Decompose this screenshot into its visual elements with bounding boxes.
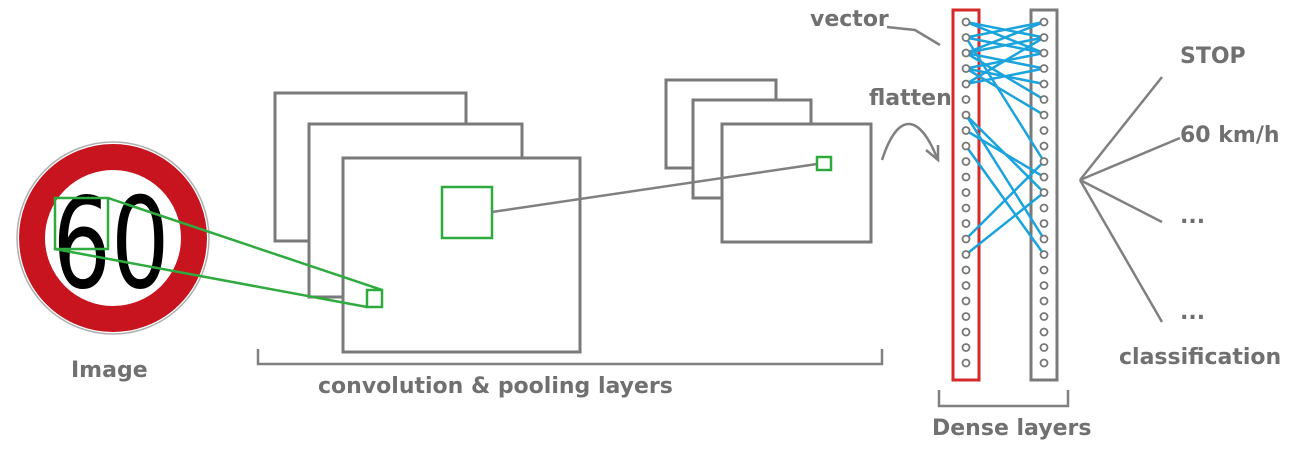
dense-layers-bracket [937,390,1070,408]
neuron [1039,219,1049,228]
neuron [961,17,971,27]
speed-limit-sign: 60 [16,141,210,335]
dense-connection [965,160,1045,240]
neuron [1039,33,1049,42]
dense-connection [965,51,1045,101]
class-label-60kmh: 60 km/h [1180,123,1280,148]
neuron [1039,250,1049,259]
neuron [961,126,971,135]
neuron [961,110,971,120]
dense-connection [964,114,1046,240]
neuron [1039,48,1049,58]
neuron [961,203,971,213]
neuron [1039,343,1049,352]
neuron [1039,327,1049,337]
neuron [961,157,971,166]
neuron [1039,17,1049,27]
neuron [1039,64,1049,73]
feature-map-2-front [720,122,873,244]
dense-connection [965,36,1045,55]
vector-label: vector [810,7,889,32]
input-receptive-field [53,196,110,251]
neuron [961,327,971,337]
neuron [961,48,971,58]
receptive-field-projection-top [107,196,383,292]
neuron [961,33,971,42]
conv-projection [491,162,818,214]
dense-layers-label: Dense layers [932,416,1092,441]
classification-fan [1078,76,1181,323]
neuron [1039,358,1049,368]
neuron [961,95,971,104]
dense-neurons [1039,17,1049,368]
dense-column [1029,8,1059,382]
neuron [961,250,971,259]
dense-connection [965,20,1045,55]
neuron [1039,312,1049,321]
image-label: Image [71,358,148,383]
vector-pointer [886,25,941,47]
dense-connections [964,20,1046,256]
conv-layers-bracket [256,349,884,366]
neuron [1039,234,1049,244]
neuron [1039,95,1049,104]
vector-column [951,8,981,382]
class-label-ellipsis-1: ... [1180,204,1206,229]
class-label-ellipsis-2: ... [1180,300,1206,325]
neuron [961,281,971,290]
dense-connection [965,129,1045,179]
neuron [961,79,971,89]
neuron [1039,157,1049,166]
neuron [1039,79,1049,89]
dense-connection [964,36,1046,163]
neuron [1039,203,1049,213]
neuron [1039,281,1049,290]
neuron [961,141,971,151]
dense-connection [965,191,1045,256]
neuron [961,358,971,368]
dense-connection [965,20,1045,39]
vector-neurons [961,17,971,368]
neuron [961,219,971,228]
neuron [1039,110,1049,120]
neuron [1039,172,1049,182]
neuron [961,172,971,182]
neuron [1039,296,1049,306]
neuron [961,296,971,306]
pool-output-pixel [815,155,833,172]
neuron [1039,126,1049,135]
conv-layers-label: convolution & pooling layers [318,374,673,399]
neuron [961,265,971,275]
sign-text: 60 [53,171,170,317]
neuron [961,234,971,244]
classification-label: classification [1119,345,1282,370]
receptive-field-projection-bottom [54,247,368,309]
feature-map-1-front [341,156,582,354]
neuron [961,312,971,321]
neuron [1039,141,1049,151]
neuron [1039,188,1049,197]
class-label-stop: STOP [1180,44,1246,69]
flatten-arrow [880,122,939,161]
neuron [961,343,971,352]
conv-output-pixel [365,288,384,309]
conv-receptive-field [440,185,494,240]
neuron [961,188,971,197]
dense-connection [965,67,1045,117]
neuron [961,64,971,73]
neuron [1039,265,1049,275]
flatten-arrowhead [925,145,940,163]
flatten-label: flatten [869,86,952,111]
